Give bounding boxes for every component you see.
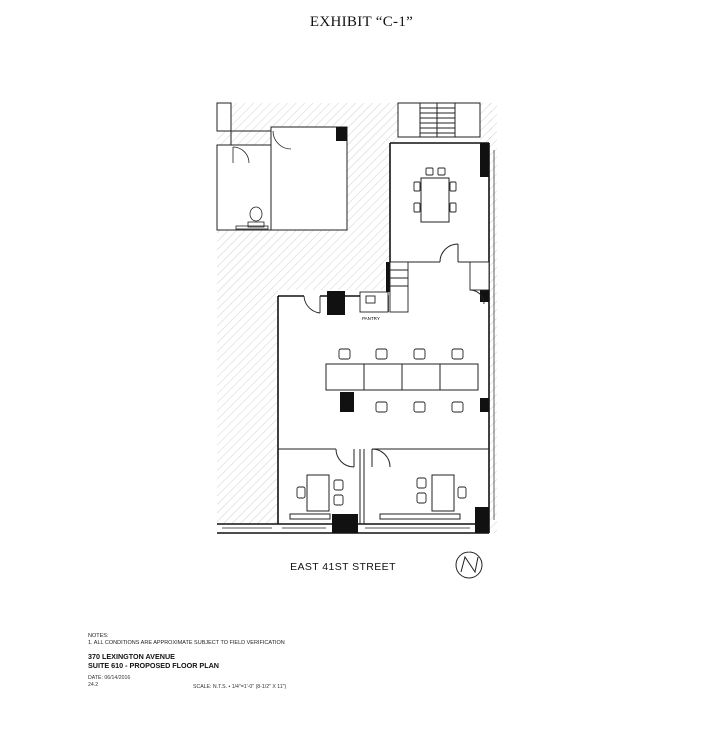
neighbor-rooms bbox=[216, 102, 348, 231]
plan-ref: 24.2 bbox=[88, 681, 99, 688]
notes-block: NOTES: 1. ALL CONDITIONS ARE APPROXIMATE… bbox=[88, 633, 285, 646]
entry-door bbox=[303, 295, 321, 314]
columns bbox=[327, 143, 489, 533]
neighbor-fixtures bbox=[232, 130, 292, 230]
office-desks bbox=[289, 474, 461, 520]
pantry-label: PANTRY bbox=[362, 316, 380, 321]
notes-heading: NOTES: bbox=[88, 633, 109, 639]
office-chairs bbox=[296, 477, 467, 506]
project-suite: SUITE 610 - PROPOSED FLOOR PLAN bbox=[88, 661, 219, 670]
exhibit-title: EXHIBIT “C-1” bbox=[309, 14, 414, 30]
workstation-bench bbox=[325, 363, 479, 391]
bench-chairs bbox=[338, 348, 464, 413]
conference-room bbox=[390, 177, 489, 263]
stair bbox=[397, 102, 481, 138]
project-block: 370 LEXINGTON AVENUE SUITE 610 - PROPOSE… bbox=[88, 652, 219, 670]
windows bbox=[222, 150, 495, 529]
notes-line: 1. ALL CONDITIONS ARE APPROXIMATE SUBJEC… bbox=[88, 639, 285, 646]
private-offices bbox=[278, 448, 489, 524]
north-arrow bbox=[455, 551, 483, 579]
meta-block: DATE: 06/14/2016 24.2 bbox=[88, 675, 130, 688]
street-label: EAST 41ST STREET bbox=[290, 561, 396, 573]
plan-date: DATE: 06/14/2016 bbox=[88, 675, 131, 681]
north-arrow-letter: N bbox=[466, 548, 470, 554]
conference-chairs bbox=[413, 167, 457, 213]
neighbor-column bbox=[336, 127, 347, 141]
pantry bbox=[359, 261, 490, 313]
project-address: 370 LEXINGTON AVENUE bbox=[88, 652, 175, 661]
plan-scale: SCALE: N.T.S. • 1/4"=1'-0" (8-1/2" X 11"… bbox=[193, 684, 287, 690]
